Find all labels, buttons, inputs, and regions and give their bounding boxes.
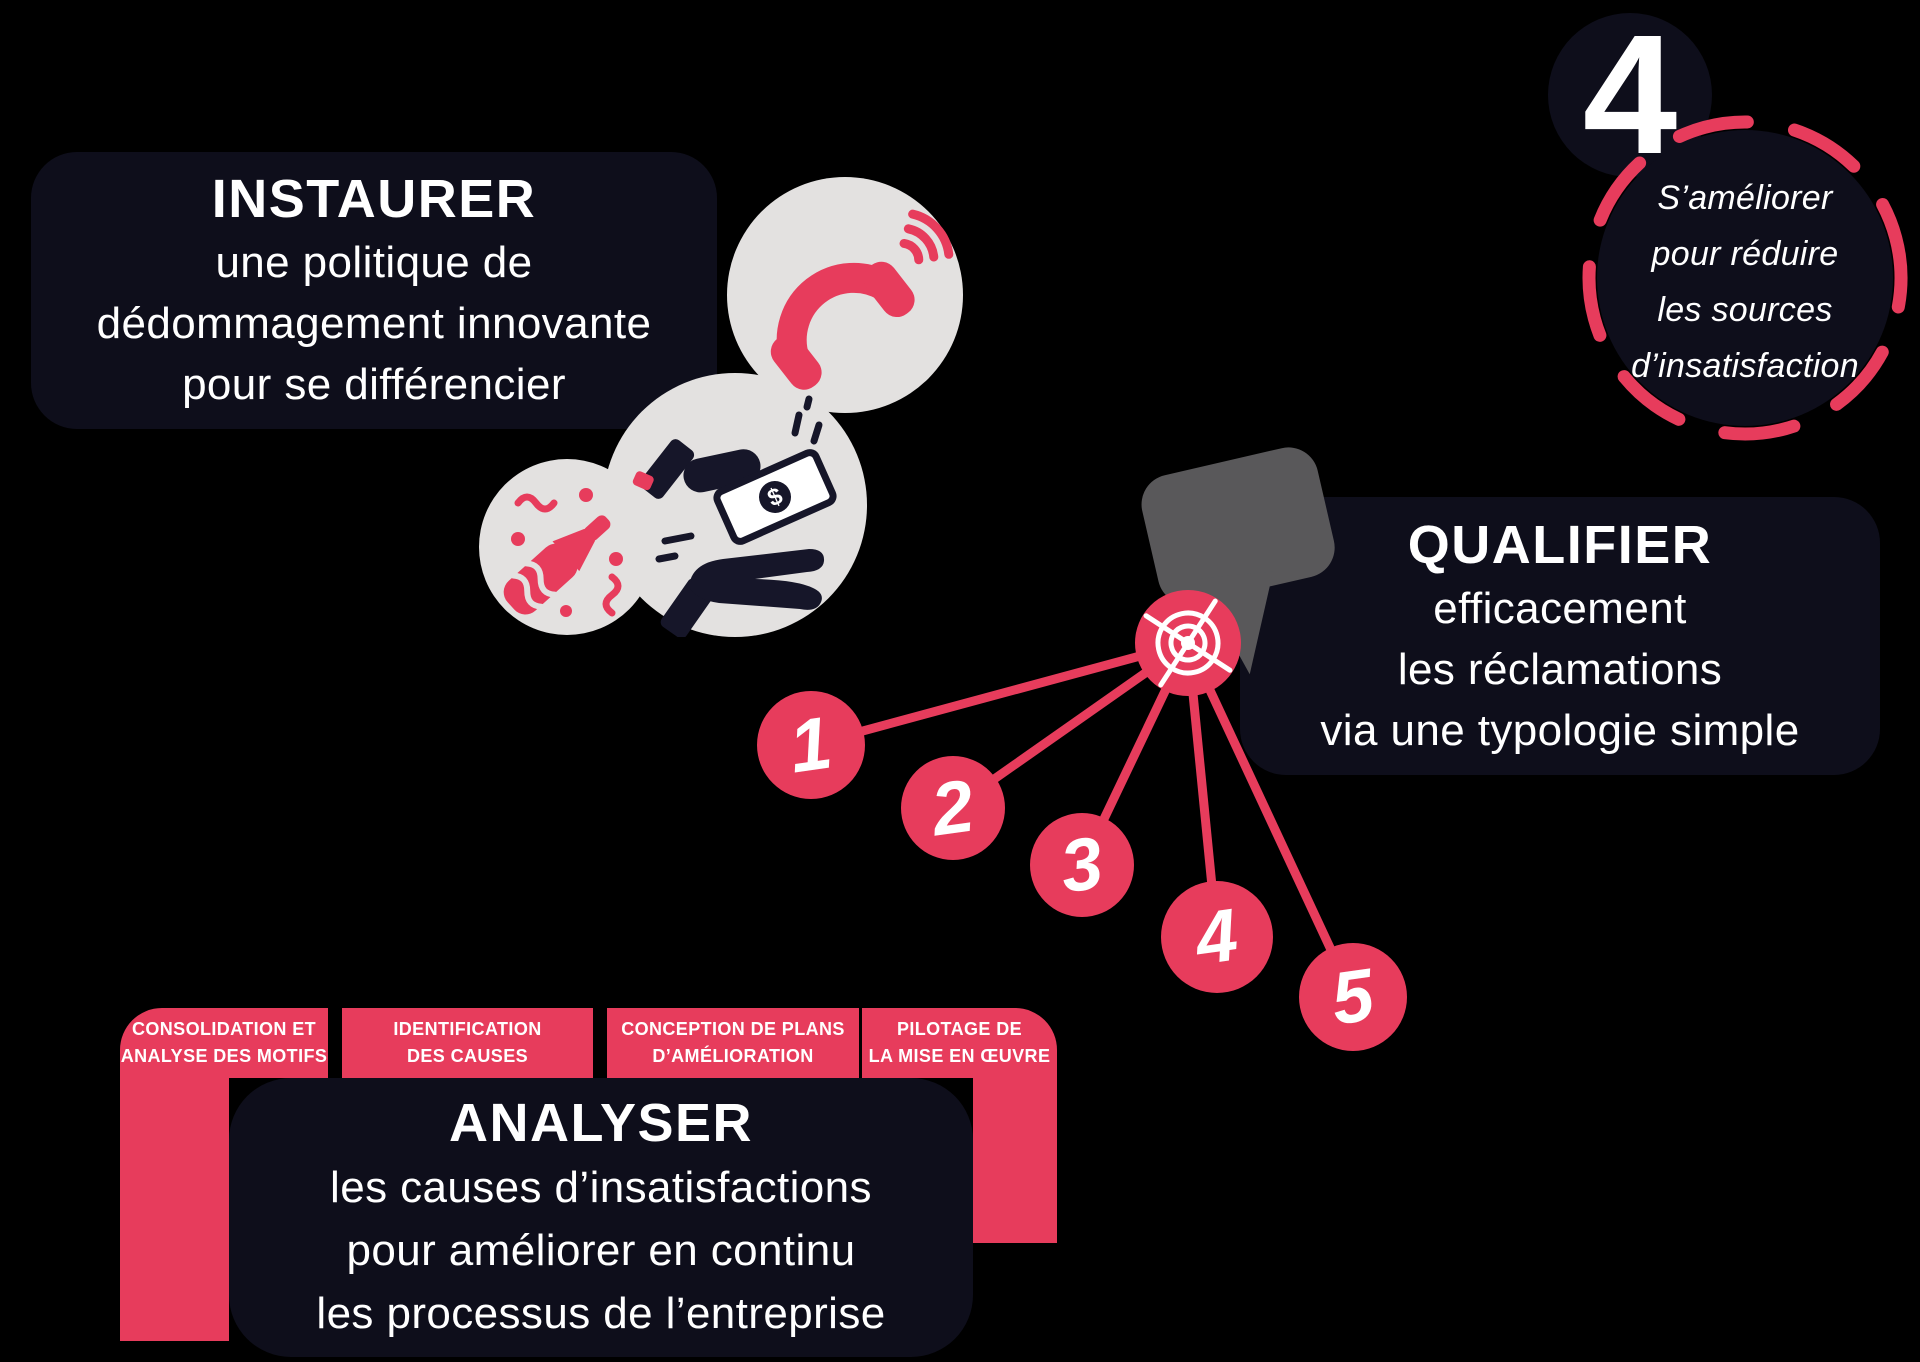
- analyser-line: les causes d’insatisfactions: [330, 1163, 872, 1212]
- tab-label-line: DES CAUSES: [406, 1046, 529, 1066]
- step-number: 4: [1190, 892, 1244, 981]
- tab-label-line: IDENTIFICATION: [393, 1019, 542, 1039]
- falling-marks: [791, 395, 823, 445]
- tab-label-line: ANALYSE DES MOTIFS: [120, 1046, 328, 1066]
- tab-identification: IDENTIFICATION DES CAUSES: [342, 1008, 593, 1078]
- tab-conception: CONCEPTION DE PLANS D’AMÉLIORATION: [607, 1008, 859, 1078]
- phone-signal-waves: [899, 209, 954, 265]
- step-number: 3: [1055, 820, 1109, 909]
- dashed-circle-icon: [1582, 115, 1908, 441]
- badge-caption-line: pour réduire: [1651, 235, 1839, 273]
- phone-icon: [727, 177, 963, 413]
- tab-consolidation: CONSOLIDATION ET ANALYSE DES MOTIFS: [120, 1008, 328, 1078]
- money-icon: $: [603, 373, 867, 637]
- analyser-line: les processus de l’entreprise: [316, 1289, 886, 1338]
- qualifier-panel: QUALIFIER efficacement les réclamations …: [1240, 497, 1880, 775]
- step-number: 5: [1326, 952, 1380, 1041]
- step-circle-3: 3: [1030, 813, 1134, 917]
- step-circle-5: 5: [1299, 943, 1407, 1051]
- badge-number: 4: [1582, 0, 1678, 190]
- qualifier-title: QUALIFIER: [1407, 514, 1713, 575]
- step-number: 2: [926, 763, 980, 852]
- instaurer-line: dédommagement innovante: [96, 299, 652, 348]
- badge-caption: S’améliorer pour réduire les sources d’i…: [1593, 170, 1897, 394]
- tab-label-line: PILOTAGE DE: [896, 1019, 1023, 1039]
- step-circle-1: 1: [757, 691, 865, 799]
- badge-caption-line: les sources: [1657, 291, 1833, 329]
- analyser-title: ANALYSER: [448, 1093, 754, 1153]
- champagne-bottle: [503, 515, 611, 615]
- target-icon: [1135, 590, 1241, 696]
- tab-label-line: D’AMÉLIORATION: [652, 1046, 814, 1066]
- step-circle-4: 4: [1161, 881, 1273, 993]
- instaurer-title: INSTAURER: [211, 169, 537, 229]
- instaurer-panel: INSTAURER une politique de dédommagement…: [31, 152, 717, 429]
- tab-label-line: CONCEPTION DE PLANS: [621, 1019, 845, 1039]
- receiving-hand: [655, 532, 825, 637]
- analyser-panel: ANALYSER les causes d’insatisfactions po…: [229, 1078, 973, 1357]
- instaurer-line: pour se différencier: [182, 360, 566, 409]
- badge-inner-circle: [1597, 130, 1893, 426]
- champagne-icon: [479, 459, 655, 635]
- phone-handset: [770, 261, 915, 390]
- tab-label-line: LA MISE EN ŒUVRE: [868, 1046, 1051, 1066]
- right-red-column: [973, 1070, 1057, 1243]
- tab-label-line: CONSOLIDATION ET: [131, 1019, 317, 1039]
- badge-caption-line: d’insatisfaction: [1631, 347, 1859, 385]
- instaurer-line: une politique de: [215, 238, 533, 287]
- cork: [632, 471, 654, 491]
- step-circle-2: 2: [901, 756, 1005, 860]
- qualifier-line: les réclamations: [1397, 644, 1723, 694]
- confetti: [511, 488, 623, 617]
- banknote: $: [713, 449, 837, 545]
- badge-caption-line: S’améliorer: [1657, 179, 1833, 217]
- left-red-column: [120, 1070, 229, 1341]
- qualifier-line: efficacement: [1433, 583, 1687, 633]
- analyser-line: pour améliorer en continu: [346, 1226, 856, 1275]
- tab-pilotage: PILOTAGE DE LA MISE EN ŒUVRE: [862, 1008, 1057, 1078]
- step-number: 1: [784, 700, 838, 789]
- qualifier-line: via une typologie simple: [1320, 705, 1800, 755]
